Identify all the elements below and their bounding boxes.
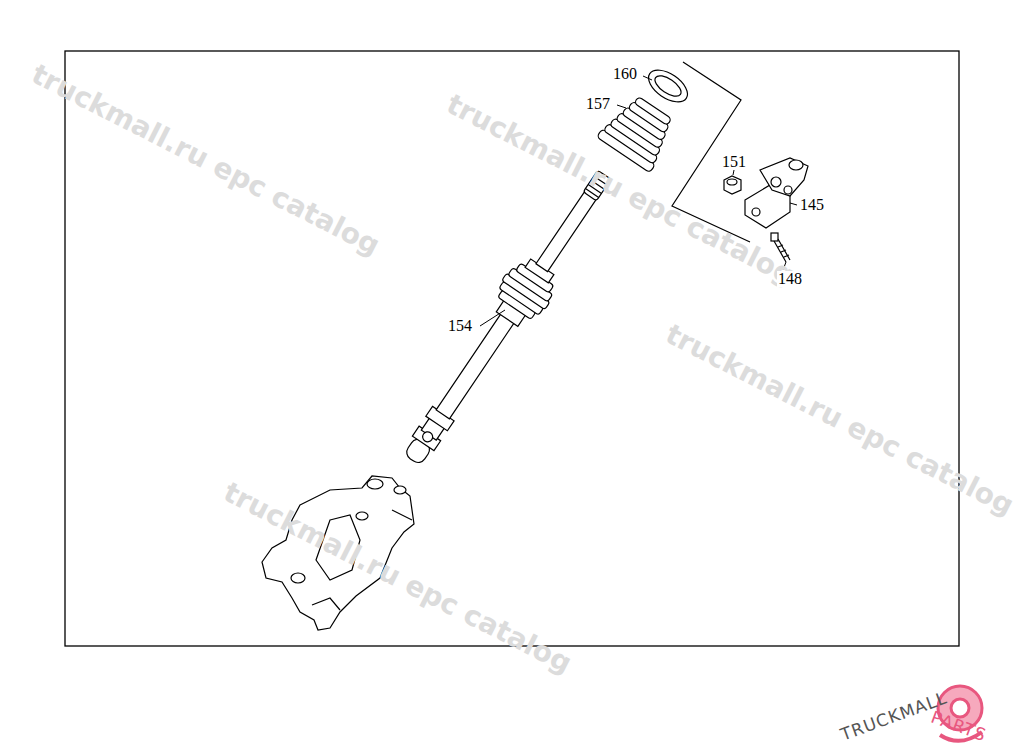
callout-number: 154 — [447, 318, 473, 334]
callout-number: 151 — [721, 154, 747, 170]
universal-joint — [745, 158, 808, 228]
watermark: truckmall.ru epc catalog — [27, 60, 383, 260]
callout-number: 145 — [799, 197, 825, 213]
sealing-ring — [643, 64, 693, 109]
steering-shaft — [390, 160, 625, 474]
callout-number: 148 — [777, 271, 803, 287]
nut — [724, 176, 741, 194]
callout-number: 157 — [585, 96, 611, 112]
callout-number: 160 — [612, 66, 638, 82]
watermark: truckmall.ru epc catalog — [662, 320, 1018, 520]
